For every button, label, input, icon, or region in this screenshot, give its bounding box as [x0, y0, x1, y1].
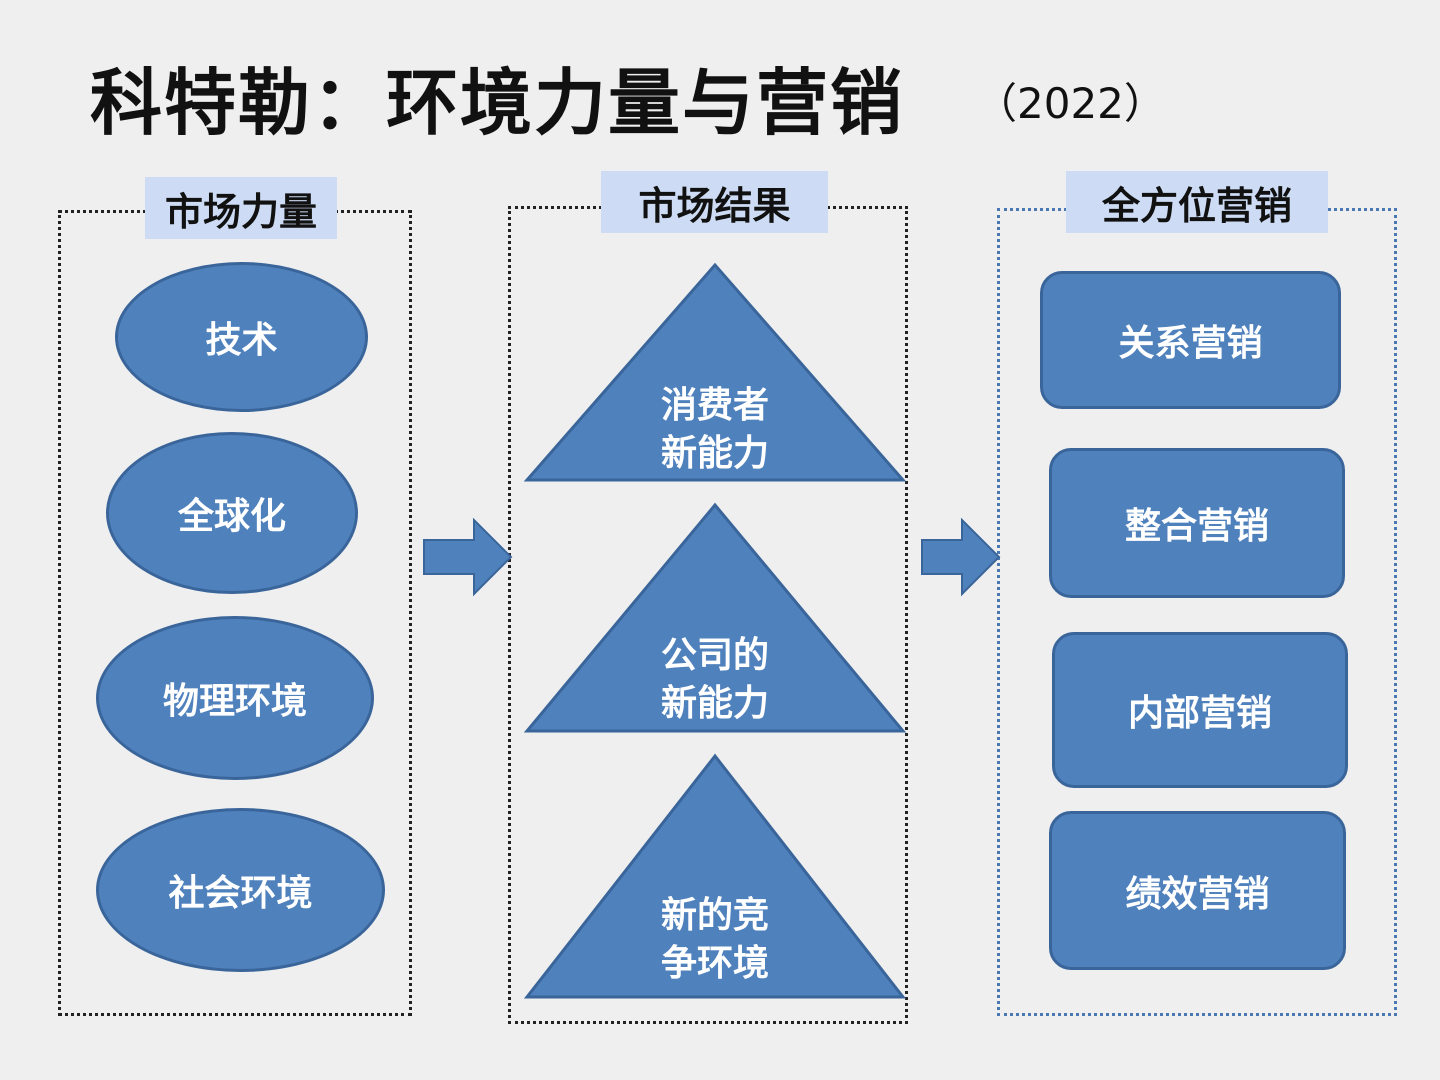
- performance-marketing: 绩效营销: [1049, 811, 1346, 970]
- force-social-environment: 社会环境: [96, 808, 385, 972]
- integrated-marketing: 整合营销: [1049, 448, 1345, 598]
- page-title: 科特勒：环境力量与营销: [90, 61, 905, 145]
- force-physical-environment: 物理环境: [96, 616, 374, 780]
- triangle-company-capabilities: [523, 502, 907, 733]
- force-globalization: 全球化: [106, 432, 358, 594]
- holistic-marketing-label: 全方位营销: [1066, 171, 1328, 233]
- force-technology: 技术: [115, 262, 368, 412]
- market-forces-label: 市场力量: [145, 177, 337, 239]
- market-results-label: 市场结果: [601, 171, 828, 233]
- result-consumer-capabilities: 消费者 新能力: [660, 385, 769, 474]
- result-competitive-environment: 新的竞 争环境: [660, 895, 769, 984]
- relationship-marketing: 关系营销: [1040, 271, 1341, 409]
- triangle-consumer-capabilities: [523, 262, 907, 482]
- internal-marketing: 内部营销: [1052, 632, 1348, 788]
- triangle-competitive-environment: [523, 753, 907, 999]
- arrow-right-icon: [921, 517, 1001, 597]
- arrow-right-icon: [423, 517, 513, 597]
- year-label: （2022）: [975, 79, 1166, 128]
- result-company-capabilities: 公司的 新能力: [660, 635, 769, 724]
